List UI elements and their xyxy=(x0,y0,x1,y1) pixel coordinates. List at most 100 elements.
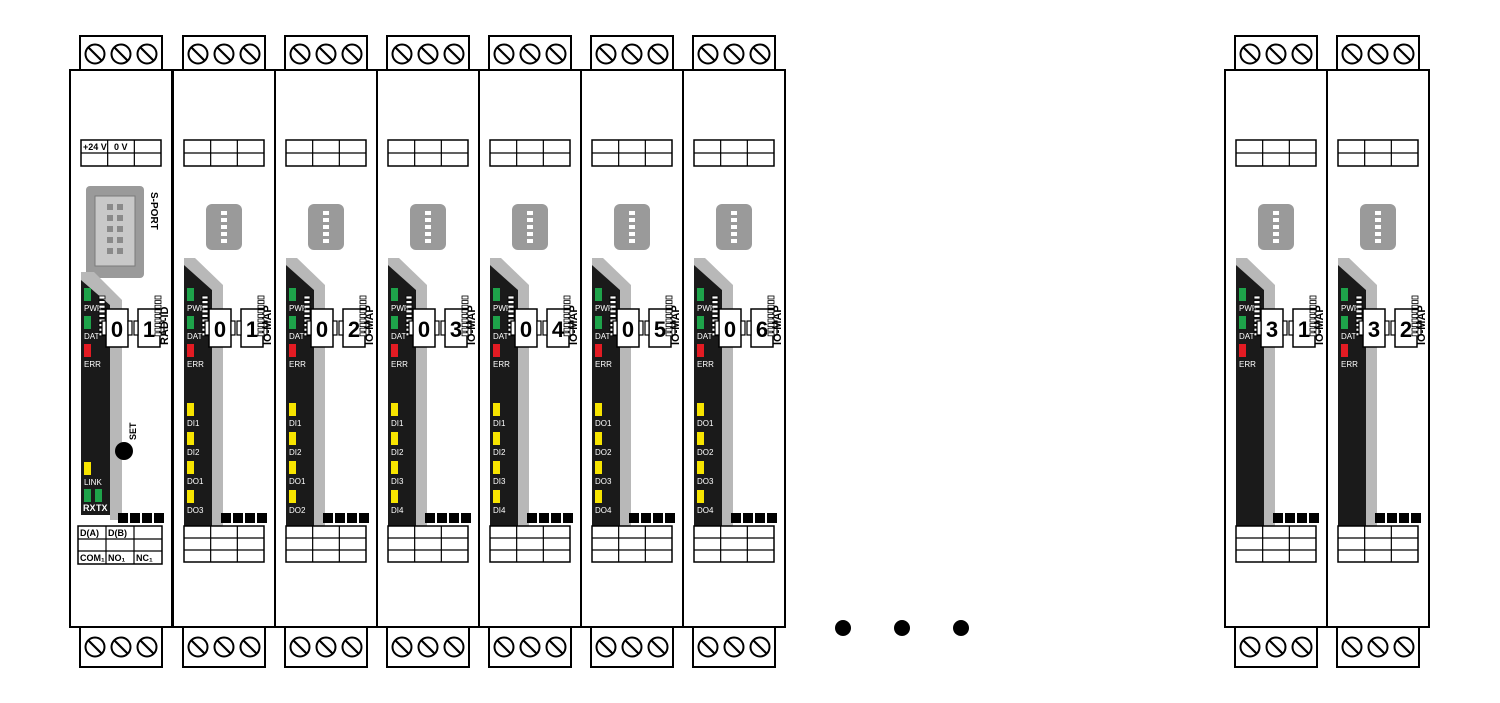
rotary-switch-tens: 0 xyxy=(714,308,746,348)
led-tx xyxy=(95,489,102,502)
port-pin xyxy=(1375,211,1381,215)
io-map-label: IO-MAP xyxy=(466,305,478,345)
switch-tab xyxy=(714,320,720,336)
switch-tab xyxy=(740,320,746,336)
led-indicator xyxy=(391,490,398,503)
scale-mark xyxy=(303,309,311,314)
port-pin xyxy=(527,239,533,243)
led-link: LINK xyxy=(84,462,102,487)
scale-mark xyxy=(609,300,617,305)
scale-mark xyxy=(1253,313,1261,318)
screw-slot xyxy=(344,46,360,62)
led-err: ERR xyxy=(289,344,306,369)
s-port-pin xyxy=(117,204,123,210)
led-label: ERR xyxy=(1239,360,1256,369)
screw-slot xyxy=(522,46,538,62)
scale-mark xyxy=(257,318,265,323)
led-label: PWR xyxy=(289,304,308,313)
contact-square xyxy=(257,513,267,523)
scale-mark xyxy=(257,304,265,309)
port-pin xyxy=(527,225,533,229)
top-terminal-block xyxy=(590,35,674,73)
scale-mark xyxy=(154,309,162,314)
rotary-switch-tens: 3 xyxy=(1358,308,1390,348)
screw-slot xyxy=(1294,46,1310,62)
switch-tab xyxy=(638,320,644,336)
tx-label: TX xyxy=(96,503,108,513)
led-label: ERR xyxy=(595,360,612,369)
bottom-terminal-block xyxy=(386,626,470,668)
scale-mark xyxy=(767,313,775,318)
led-di2: DI2 xyxy=(391,432,404,457)
top-label-strip xyxy=(1337,139,1419,167)
led-indicator xyxy=(697,316,704,329)
led-label: LINK xyxy=(84,478,102,487)
led-label: PWR xyxy=(595,304,614,313)
led-indicator xyxy=(1239,288,1246,301)
led-do4: DO4 xyxy=(595,490,612,515)
scale-mark xyxy=(1411,313,1419,318)
port-pin xyxy=(221,225,227,229)
led-label: DI2 xyxy=(391,448,404,457)
led-pwr: PWR xyxy=(1239,288,1258,313)
scale-mark xyxy=(507,295,515,300)
scale-mark xyxy=(665,309,673,314)
top-terminal-block xyxy=(692,35,776,73)
led-label: DI1 xyxy=(187,419,200,428)
led-label: DAT xyxy=(1341,332,1357,341)
screw-slot xyxy=(700,46,716,62)
switch-digit: 2 xyxy=(348,317,360,342)
scale-mark xyxy=(665,323,673,328)
contact-square xyxy=(449,513,459,523)
contact-square xyxy=(335,513,345,523)
led-label: ERR xyxy=(1341,360,1358,369)
led-label: DAT xyxy=(1239,332,1255,341)
led-indicator xyxy=(493,490,500,503)
scale-mark xyxy=(1411,318,1419,323)
switch-digit: 2 xyxy=(1400,317,1412,342)
port-pin xyxy=(1273,218,1279,222)
led-indicator xyxy=(697,288,704,301)
led-label: DO3 xyxy=(595,477,612,486)
led-label: DO4 xyxy=(595,506,612,515)
contact-square xyxy=(551,513,561,523)
switch-digit: 5 xyxy=(654,317,666,342)
contact-square xyxy=(563,513,573,523)
scale-mark xyxy=(1253,295,1261,300)
contact-square xyxy=(154,513,164,523)
scale-mark xyxy=(359,332,367,337)
led-indicator xyxy=(289,344,296,357)
scale-mark xyxy=(1411,309,1419,314)
screw-slot xyxy=(624,46,640,62)
d-a-label: D(A) xyxy=(80,528,99,538)
scale-mark xyxy=(154,327,162,332)
port-pin xyxy=(425,211,431,215)
label-strip xyxy=(591,525,673,563)
led-panel xyxy=(81,280,110,515)
led-label: DI4 xyxy=(391,506,404,515)
led-label: ERR xyxy=(187,360,204,369)
scale-mark xyxy=(303,304,311,309)
scale-mark xyxy=(1411,295,1419,300)
s-port-label: S-PORT xyxy=(148,192,159,230)
s-port-pin xyxy=(117,215,123,221)
io-map-label: IO-MAP xyxy=(364,305,376,345)
led-di1: DI1 xyxy=(391,403,404,428)
nc1-label: NC₁ xyxy=(136,553,153,563)
top-terminal-block xyxy=(1234,35,1318,73)
led-do3: DO3 xyxy=(697,461,714,486)
port-pin xyxy=(731,218,737,222)
screw-slot xyxy=(1242,639,1258,655)
screw-slot xyxy=(446,46,462,62)
scale-mark xyxy=(359,318,367,323)
rotary-switch-units: 2 xyxy=(1390,308,1422,348)
port-pin xyxy=(323,218,329,222)
bottom-terminal-block xyxy=(1234,626,1318,668)
led-indicator xyxy=(697,490,704,503)
led-indicator xyxy=(391,316,398,329)
top-label-strip xyxy=(387,139,469,167)
screw-slot xyxy=(292,639,308,655)
led-label: ERR xyxy=(84,360,101,369)
top-terminal-block xyxy=(79,35,163,73)
